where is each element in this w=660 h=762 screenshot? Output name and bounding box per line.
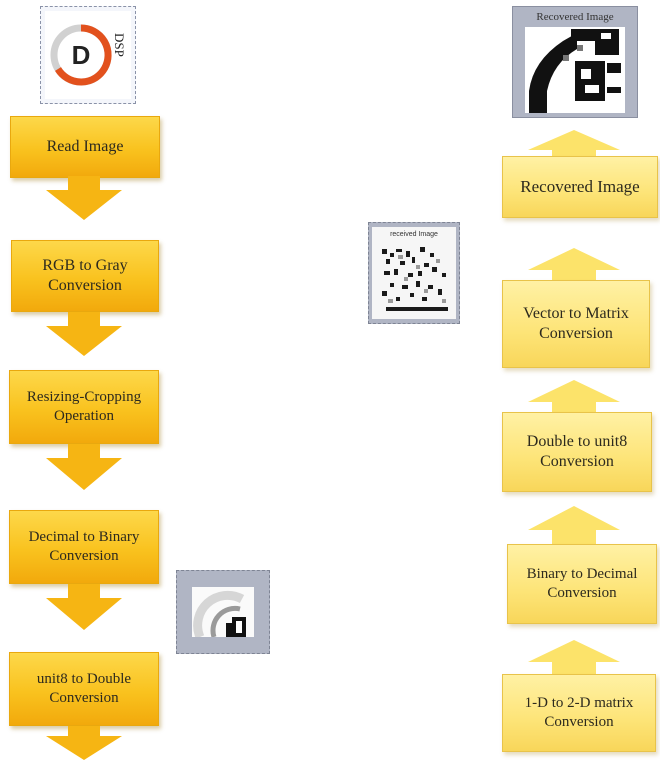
- step-double-to-unit8-label: Double to unit8 Conversion: [526, 433, 628, 470]
- up-arrow-icon: [528, 506, 620, 544]
- step-decimal-to-binary-label: Decimal to Binary Conversion: [28, 529, 140, 564]
- step-recovered-image-label: Recovered Image: [520, 177, 640, 197]
- step-rgb-to-gray: RGB to Gray Conversion: [11, 240, 159, 312]
- step-rgb-to-gray-label: RGB to Gray Conversion: [42, 257, 128, 294]
- received-image-title: received Image: [390, 231, 438, 238]
- step-1d-to-2d-matrix: 1-D to 2-D matrix Conversion: [502, 674, 656, 752]
- step-binary-to-decimal: Binary to Decimal Conversion: [507, 544, 657, 624]
- received-image-thumbnail: received Image: [368, 222, 460, 324]
- step-vector-to-matrix-label: Vector to Matrix Conversion: [523, 305, 629, 342]
- up-arrow-icon: [528, 130, 620, 160]
- down-arrow-icon: [46, 726, 122, 760]
- step-read-image-label: Read Image: [46, 138, 124, 155]
- recovered-image-pattern: [525, 27, 625, 113]
- down-arrow-icon: [46, 584, 122, 630]
- cropped-logo-icon: [193, 590, 246, 637]
- step-resize-crop: Resizing-Cropping Operation: [9, 370, 159, 444]
- dsp-logo-icon: D DSP: [50, 24, 127, 86]
- step-unit8-to-double: unit8 to Double Conversion: [9, 652, 159, 726]
- step-read-image: Read Image: [10, 116, 160, 178]
- logo-letter: D: [72, 40, 91, 70]
- up-arrow-icon: [528, 640, 620, 676]
- logo-text: DSP: [112, 33, 127, 57]
- dsp-logo: D DSP: [40, 6, 136, 104]
- received-noise-pattern: [382, 247, 448, 311]
- step-vector-to-matrix: Vector to Matrix Conversion: [502, 280, 650, 368]
- step-1d-to-2d-matrix-label: 1-D to 2-D matrix Conversion: [524, 695, 634, 730]
- step-unit8-to-double-label: unit8 to Double Conversion: [36, 671, 132, 706]
- recovered-image-title: Recovered Image: [536, 11, 614, 23]
- step-decimal-to-binary: Decimal to Binary Conversion: [9, 510, 159, 584]
- up-arrow-icon: [528, 380, 620, 414]
- step-recovered-image: Recovered Image: [502, 156, 658, 218]
- step-binary-to-decimal-label: Binary to Decimal Conversion: [526, 566, 638, 601]
- step-double-to-unit8: Double to unit8 Conversion: [502, 412, 652, 492]
- up-arrow-icon: [528, 248, 620, 282]
- recovered-image-thumbnail: Recovered Image: [512, 6, 638, 118]
- down-arrow-icon: [46, 312, 122, 356]
- cropped-image-thumbnail: [176, 570, 270, 654]
- down-arrow-icon: [46, 444, 122, 490]
- step-resize-crop-label: Resizing-Cropping Operation: [26, 389, 142, 424]
- down-arrow-icon: [46, 176, 122, 220]
